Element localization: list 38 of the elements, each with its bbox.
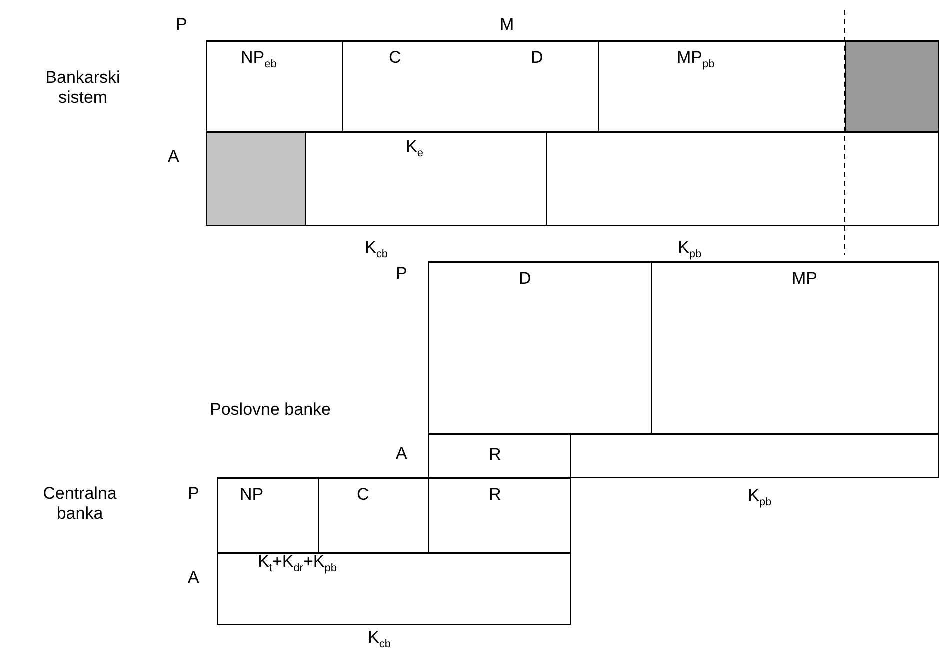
cell-label: R: [489, 485, 502, 505]
axis-letter: P: [176, 15, 188, 35]
cell-label: K$_{t}$+K$_{dr}$+K$_{pb}$: [258, 552, 337, 576]
cell-label: R: [489, 445, 502, 465]
account-label: K$_{cb}$: [365, 238, 388, 262]
balance-cell: [428, 433, 571, 478]
cell-label: C: [389, 48, 402, 68]
cell-label: D: [531, 48, 544, 68]
axis-letter: P: [188, 484, 200, 504]
cell-label: MP: [792, 269, 818, 289]
empty-box: [570, 433, 939, 478]
balance-cell: [318, 477, 429, 553]
cell-label: NP$_{eb}$: [241, 48, 277, 72]
axis-letter: M: [500, 15, 514, 35]
cell-label: D: [519, 269, 532, 289]
balance-cell: [217, 552, 571, 625]
balance-cell: [651, 261, 939, 435]
balance-cell: [428, 261, 652, 435]
empty-box: [546, 131, 939, 226]
account-label: K$_{pb}$: [678, 238, 702, 262]
axis-letter: A: [168, 147, 180, 167]
cell-label: NP: [240, 485, 264, 505]
account-label: K$_{pb}$: [748, 486, 772, 510]
axis-letter: A: [396, 444, 408, 464]
cell-label: MP$_{pb}$: [677, 48, 715, 72]
balance-cell: [305, 131, 547, 226]
axis-letter: P: [396, 264, 408, 284]
balance-cell: [428, 477, 571, 553]
shaded-box: [206, 131, 306, 226]
section-title: Bankarski sistem: [44, 68, 122, 108]
section-title: Poslovne banke: [210, 400, 331, 420]
cell-label: K$_{e}$: [406, 137, 424, 162]
shaded-box: [845, 40, 939, 132]
cell-label: C: [357, 485, 370, 505]
axis-letter: A: [188, 568, 200, 588]
account-label: K$_{cb}$: [368, 628, 391, 652]
section-title: Centralna banka: [42, 484, 118, 524]
balance-cell: [217, 477, 319, 553]
